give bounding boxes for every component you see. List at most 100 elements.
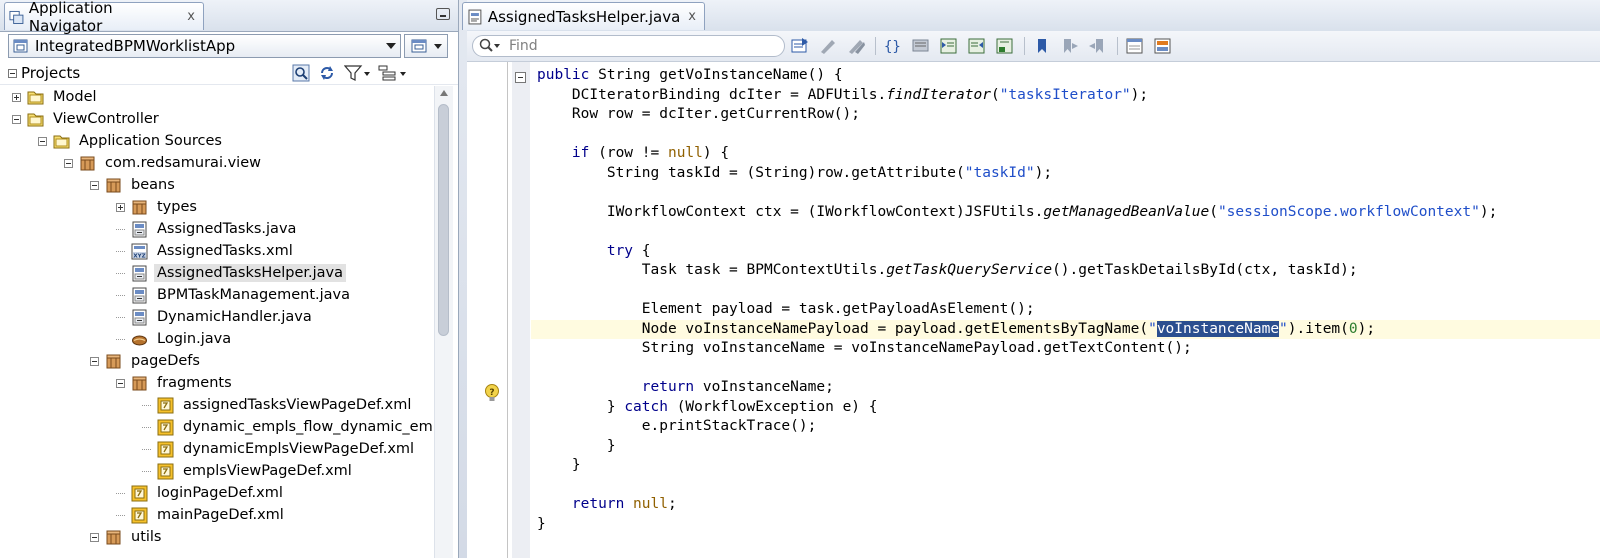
next-bookmark-button[interactable]	[1087, 36, 1109, 56]
tree-item[interactable]: loginPageDef.xml	[116, 482, 286, 504]
tree-item[interactable]: AssignedTasks.java	[116, 218, 299, 240]
tree-item[interactable]: Model	[12, 86, 100, 108]
tree-item[interactable]: emplsViewPageDef.xml	[142, 460, 355, 482]
collapse-icon[interactable]	[90, 356, 99, 366]
comment-button[interactable]	[910, 36, 932, 56]
tree-item[interactable]: com.redsamurai.view	[64, 152, 264, 174]
code-line[interactable]	[531, 281, 1600, 301]
unindent-button[interactable]	[966, 36, 988, 56]
structure-icon	[1154, 38, 1171, 54]
next-bookmark-icon	[1089, 39, 1103, 53]
tree-item[interactable]: pageDefs	[90, 350, 203, 372]
code-line[interactable]: Element payload = task.getPayloadAsEleme…	[537, 301, 1035, 317]
code-line[interactable]: String voInstanceName = voInstanceNamePa…	[537, 340, 1192, 356]
code-line[interactable]: Node voInstanceNamePayload = payload.get…	[531, 319, 1600, 339]
scrollbar-thumb[interactable]	[438, 104, 449, 336]
code-line[interactable]: }	[537, 437, 616, 454]
filter-icon[interactable]	[344, 64, 370, 82]
code-line[interactable]: return null;	[571, 496, 677, 512]
collapse-icon[interactable]	[12, 114, 21, 124]
tree-item[interactable]: assignedTasksViewPageDef.xml	[142, 394, 414, 416]
find-box[interactable]	[472, 35, 785, 57]
chevron-down-icon	[386, 43, 396, 49]
tree-item[interactable]: Login.java	[116, 328, 234, 350]
indent-button[interactable]	[938, 36, 960, 56]
application-selector[interactable]: IntegratedBPMWorklistApp	[8, 34, 401, 58]
code-line[interactable]: Task task = BPMContextUtils.getTaskQuery…	[537, 262, 1358, 278]
collapse-icon[interactable]	[64, 158, 73, 168]
application-menu-button[interactable]	[404, 34, 448, 58]
code-line[interactable]	[531, 476, 1600, 496]
toggle-line-button[interactable]	[994, 36, 1016, 56]
structure-button[interactable]	[1152, 36, 1174, 56]
view-options-icon[interactable]	[378, 64, 408, 82]
tree-item[interactable]: ViewController	[12, 108, 162, 130]
tree-item[interactable]: dynamicEmplsViewPageDef.xml	[142, 438, 417, 460]
pagedef-icon	[157, 397, 174, 414]
tree-item[interactable]: Application Sources	[38, 130, 225, 152]
code-line[interactable]: try {	[606, 242, 651, 259]
code-line[interactable]	[531, 183, 1600, 203]
tree-item[interactable]: DynamicHandler.java	[116, 306, 315, 328]
tree-item[interactable]: BPMTaskManagement.java	[116, 284, 353, 306]
code-line[interactable]: } catch (WorkflowException e) {	[537, 398, 878, 415]
code-line[interactable]: DCIteratorBinding dcIter = ADFUtils.find…	[537, 86, 1149, 103]
expand-icon[interactable]	[116, 202, 125, 212]
navigator-scrollbar[interactable]	[434, 86, 453, 558]
code-line[interactable]	[531, 125, 1600, 145]
collapse-icon[interactable]	[90, 180, 99, 190]
package-icon	[131, 199, 148, 216]
projects-header[interactable]: Projects	[0, 62, 458, 85]
split-view-button[interactable]	[1124, 36, 1146, 56]
code-line[interactable]: }	[537, 457, 581, 473]
collapse-icon[interactable]	[90, 532, 99, 542]
previous-bookmark-button[interactable]	[1059, 36, 1081, 56]
code-line[interactable]: String taskId = (String)row.getAttribute…	[537, 164, 1053, 181]
tree-item[interactable]: fragments	[116, 372, 235, 394]
code-line[interactable]: IWorkflowContext ctx = (IWorkflowContext…	[537, 203, 1498, 220]
tree-item[interactable]: types	[116, 196, 200, 218]
refresh-icon[interactable]	[318, 64, 336, 82]
code-line[interactable]: e.printStackTrace();	[537, 418, 817, 434]
code-line[interactable]	[531, 222, 1600, 242]
collapse-icon[interactable]	[116, 378, 125, 388]
code-editor[interactable]: public String getVoInstanceName() { DCIt…	[531, 66, 1600, 558]
code-line[interactable]: Row row = dcIter.getCurrentRow();	[537, 106, 861, 122]
search-icon[interactable]	[292, 64, 310, 82]
lightbulb-icon[interactable]: ?	[484, 383, 500, 403]
tree-connector	[142, 404, 151, 406]
package-icon	[105, 177, 122, 194]
format-button[interactable]: {}	[882, 36, 904, 56]
tree-item-label: ViewController	[53, 111, 159, 127]
scroll-up-icon[interactable]	[440, 90, 448, 96]
expand-icon[interactable]	[12, 92, 21, 102]
tab-assignedtaskshelper-java[interactable]: AssignedTasksHelper.java x	[462, 2, 705, 30]
close-icon[interactable]: x	[187, 9, 195, 24]
code-line[interactable]	[531, 359, 1600, 379]
highlight-button[interactable]	[817, 36, 839, 56]
find-input[interactable]	[507, 37, 761, 55]
tree-item[interactable]: dynamic_empls_flow_dynamic_emp	[142, 416, 432, 438]
search-icon[interactable]	[479, 38, 501, 54]
code-line[interactable]: public String getVoInstanceName() {	[537, 67, 843, 83]
close-icon[interactable]: x	[688, 9, 696, 24]
code-line[interactable]: }	[537, 515, 546, 532]
tree-item[interactable]: utils	[90, 526, 165, 548]
tree-item[interactable]: AssignedTasksHelper.java	[116, 262, 347, 284]
line-gutter[interactable]: ?	[467, 62, 508, 558]
collapse-icon[interactable]	[38, 136, 47, 146]
bookmark-button[interactable]	[1031, 36, 1053, 56]
code-line[interactable]: if (row != null) {	[571, 145, 730, 161]
collapse-icon[interactable]	[8, 68, 17, 78]
toggle-bookmark-button[interactable]	[789, 36, 811, 56]
minimize-button[interactable]	[436, 8, 450, 20]
panel-splitter[interactable]	[459, 0, 467, 558]
tab-application-navigator[interactable]: Application Navigator x	[4, 0, 204, 35]
code-line[interactable]: return voInstanceName;	[641, 379, 834, 395]
chevron-down-icon	[433, 43, 442, 49]
tree-item[interactable]: mainPageDef.xml	[116, 504, 287, 526]
fold-collapse-icon[interactable]	[515, 72, 526, 83]
clear-highlight-button[interactable]	[845, 36, 867, 56]
tree-item[interactable]: beans	[90, 174, 178, 196]
